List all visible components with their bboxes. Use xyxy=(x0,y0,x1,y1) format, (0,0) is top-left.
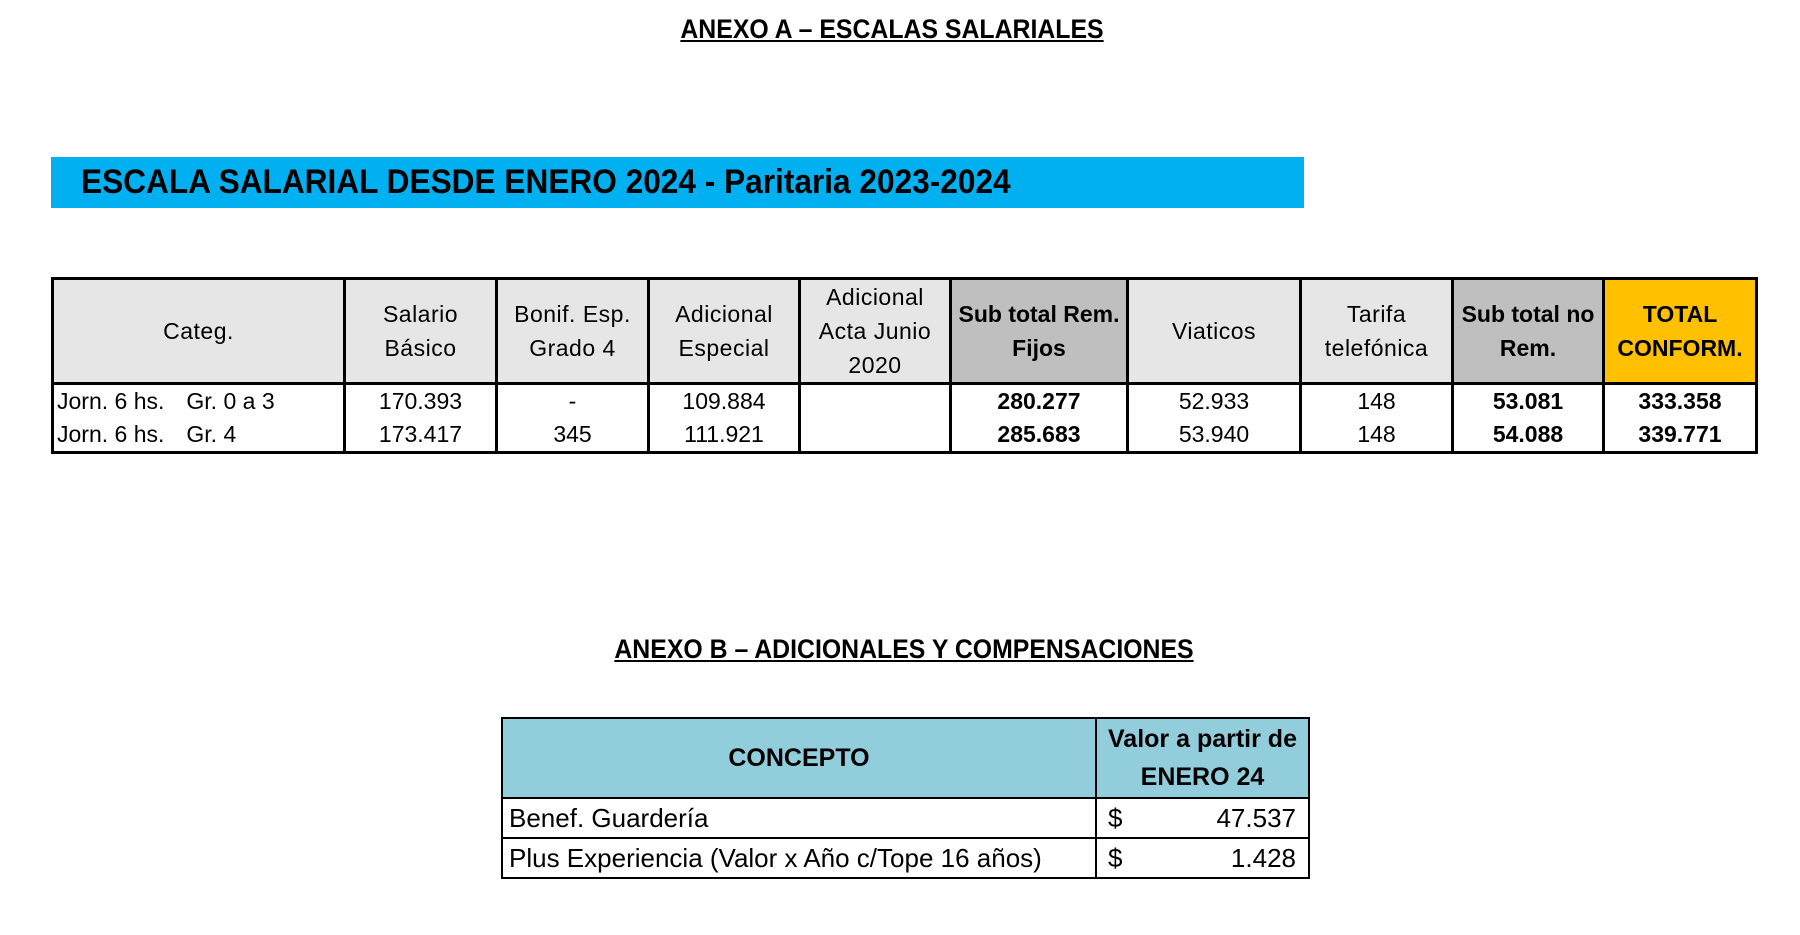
grade-label: Gr. 4 xyxy=(186,421,237,447)
header-concepto: CONCEPTO xyxy=(502,718,1097,799)
cell-acta xyxy=(799,418,952,453)
cell-concepto: Plus Experiencia (Valor x Año c/Tope 16 … xyxy=(502,838,1097,878)
header-categ: Categ. xyxy=(52,278,346,385)
compensation-table: CONCEPTO Valor a partir de ENERO 24 Benef… xyxy=(501,717,1310,879)
salary-scale-table: Categ. Salario Básico Bonif. Esp. Grado … xyxy=(51,277,1758,454)
amount: 47.537 xyxy=(1216,802,1296,833)
annex-a-title: ANEXO A – ESCALAS SALARIALES xyxy=(680,14,1104,44)
salary-header-row: Categ. Salario Básico Bonif. Esp. Grado … xyxy=(52,278,1757,385)
cell-viaticos: 53.940 xyxy=(1127,418,1302,453)
header-subtotal-no-rem: Sub total no Rem. xyxy=(1452,278,1605,385)
table-row: Jorn. 6 hs. Gr. 0 a 3 170.393 - 109.884 2… xyxy=(52,383,1757,418)
salary-scale-banner: ESCALA SALARIAL DESDE ENERO 2024 - Parit… xyxy=(51,157,1304,208)
annex-b-title: ANEXO B – ADICIONALES Y COMPENSACIONES xyxy=(614,634,1194,664)
header-valor-line2: ENERO 24 xyxy=(1140,763,1265,791)
header-salario-basico: Salario Básico xyxy=(344,278,498,385)
compensation-header-row: CONCEPTO Valor a partir de ENERO 24 xyxy=(502,718,1309,799)
row-category: Jorn. 6 hs. Gr. 0 a 3 xyxy=(52,383,346,418)
cell-subtotal-rem: 280.277 xyxy=(950,383,1129,418)
header-viaticos: Viaticos xyxy=(1127,278,1302,385)
cell-bonif: - xyxy=(496,383,650,418)
cell-subtotal-no-rem: 53.081 xyxy=(1452,383,1605,418)
cell-acta xyxy=(799,383,952,418)
table-row: Benef. Guardería $47.537 xyxy=(502,798,1309,839)
table-row: Plus Experiencia (Valor x Año c/Tope 16 … xyxy=(502,838,1309,878)
cell-total: 339.771 xyxy=(1638,421,1722,447)
cell-bonif: 345 xyxy=(496,418,650,453)
header-total-conform: TOTAL CONFORM. xyxy=(1603,278,1757,385)
category-label: Jorn. 6 hs. xyxy=(57,421,165,447)
header-valor-line1: Valor a partir de xyxy=(1108,725,1297,753)
cell-salario: 170.393 xyxy=(344,383,498,418)
table-row: Jorn. 6 hs. Gr. 4 173.417 345 111.921 285… xyxy=(52,418,1757,453)
cell-adicional: 111.921 xyxy=(648,418,801,453)
header-adicional-especial: Adicional Especial xyxy=(648,278,801,385)
cell-subtotal-rem: 285.683 xyxy=(950,418,1129,453)
cell-viaticos: 52.933 xyxy=(1127,383,1302,418)
cell-valor: $1.428 xyxy=(1096,838,1309,878)
currency-symbol: $ xyxy=(1108,802,1123,833)
category-label: Jorn. 6 hs. xyxy=(57,388,165,414)
header-bonif-esp: Bonif. Esp. Grado 4 xyxy=(496,278,650,385)
cell-valor: $47.537 xyxy=(1096,798,1309,839)
cell-subtotal-no-rem: 54.088 xyxy=(1452,418,1605,453)
header-tarifa: Tarifa telefónica xyxy=(1300,278,1454,385)
header-subtotal-rem: Sub total Rem. Fijos xyxy=(950,278,1129,385)
header-valor: Valor a partir de ENERO 24 xyxy=(1096,718,1309,799)
banner-title: ESCALA SALARIAL DESDE ENERO 2024 - Parit… xyxy=(81,163,1011,201)
cell-adicional: 109.884 xyxy=(648,383,801,418)
cell-salario: 173.417 xyxy=(344,418,498,453)
cell-total: 333.358 xyxy=(1638,388,1722,414)
cell-concepto: Benef. Guardería xyxy=(502,798,1097,839)
grade-label: Gr. 0 a 3 xyxy=(186,388,275,414)
cell-tarifa: 148 xyxy=(1300,383,1454,418)
cell-tarifa: 148 xyxy=(1300,418,1454,453)
currency-symbol: $ xyxy=(1108,842,1123,873)
header-adicional-acta: Adicional Acta Junio 2020 xyxy=(799,278,952,385)
amount: 1.428 xyxy=(1230,842,1296,873)
row-category: Jorn. 6 hs. Gr. 4 xyxy=(52,418,346,453)
